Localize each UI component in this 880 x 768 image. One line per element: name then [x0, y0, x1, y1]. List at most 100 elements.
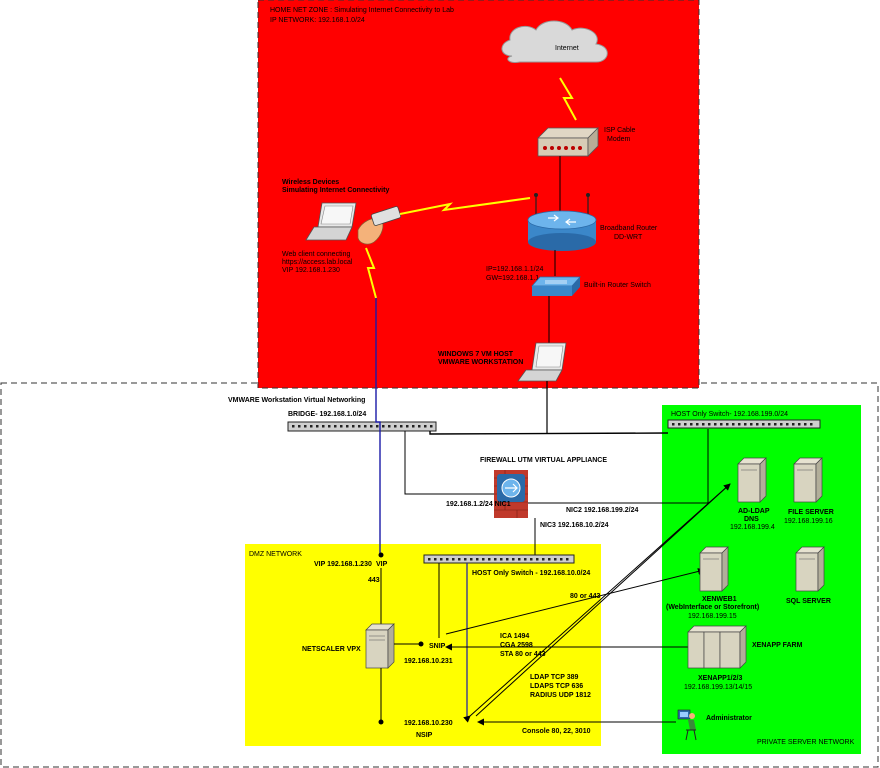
- switch-port: [536, 558, 539, 561]
- switch-port: [792, 423, 795, 426]
- switch-port: [512, 558, 515, 561]
- nsip-ip-label: 192.168.10.230: [404, 720, 453, 727]
- switch-port: [500, 558, 503, 561]
- switch-port: [346, 425, 349, 428]
- switch-port: [678, 423, 681, 426]
- switch-port: [672, 423, 675, 426]
- switch-port: [774, 423, 777, 426]
- vmware-zone-title: VMWARE Workstation Virtual Networking: [228, 397, 365, 404]
- router-icon: [527, 193, 597, 251]
- builtin-switch-label: Built-in Router Switch: [584, 282, 651, 289]
- radius-label: RADIUS UDP 1812: [530, 692, 591, 699]
- switch-port: [530, 558, 533, 561]
- router-gw-label: GW=192.168.1.1: [486, 275, 539, 282]
- switch-port: [428, 558, 431, 561]
- switch-port: [292, 425, 295, 428]
- nsip-label: NSIP: [416, 732, 433, 739]
- switch-port: [554, 558, 557, 561]
- switch-port: [548, 558, 551, 561]
- switch-port: [780, 423, 783, 426]
- firewall-icon: [494, 470, 528, 518]
- switch-port: [322, 425, 325, 428]
- private-zone-title: PRIVATE SERVER NETWORK: [757, 739, 855, 746]
- switch-port: [768, 423, 771, 426]
- switch-port: [376, 425, 379, 428]
- home-zone: [257, 0, 700, 389]
- router-ip-label: IP=192.168.1.1/24: [486, 266, 544, 273]
- switch-port: [424, 425, 427, 428]
- server-icon: [737, 457, 767, 503]
- switch-port: [482, 558, 485, 561]
- switch-icon: [531, 276, 581, 296]
- switch-port: [358, 425, 361, 428]
- private-ports: [672, 423, 813, 426]
- switch-port: [810, 423, 813, 426]
- pda-icon: [357, 206, 402, 245]
- sta-label: STA 80 or 443: [500, 651, 546, 658]
- lightning-webclient-icon: [365, 247, 377, 299]
- switch-port: [762, 423, 765, 426]
- isp-label-1: ISP Cable: [604, 127, 635, 134]
- switch-port: [412, 425, 415, 428]
- vip-link: [375, 298, 381, 555]
- netscaler-label: NETSCALER VPX: [302, 646, 361, 653]
- switch-port: [452, 558, 455, 561]
- router-label-1: Broadband Router: [600, 225, 658, 232]
- switch-port: [786, 423, 789, 426]
- switch-port: [430, 425, 433, 428]
- private-zone: [662, 405, 861, 754]
- host-only-dmz-switch: [423, 554, 575, 564]
- switch-port: [560, 558, 563, 561]
- ica-label: ICA 1494: [500, 633, 529, 640]
- switch-port: [708, 423, 711, 426]
- switch-port: [298, 425, 301, 428]
- xenapp-farm-label: XENAPP FARM: [752, 642, 803, 649]
- switch-port: [726, 423, 729, 426]
- host-label-1: WINDOWS 7 VM HOST: [438, 351, 514, 358]
- switch-port: [524, 558, 527, 561]
- isp-label-2: Modem: [607, 136, 631, 143]
- bridge-switch: [287, 421, 437, 432]
- host-only-private-label: HOST Only Switch- 192.168.199.0/24: [671, 411, 788, 418]
- switch-port: [388, 425, 391, 428]
- switch-port: [744, 423, 747, 426]
- wireless-label-2: Simulating Internet Connectivity: [282, 187, 389, 194]
- admin-label: Administrator: [706, 715, 752, 722]
- port-80-443-label: 80 or 443: [570, 593, 600, 600]
- switch-port: [434, 558, 437, 561]
- switch-port: [310, 425, 313, 428]
- switch-port: [738, 423, 741, 426]
- webclient-label-2: https://access.lab.local: [282, 259, 353, 266]
- file-server-ip-label: 192.168.199.16: [784, 518, 833, 525]
- xenweb-label-2: (WebInterface or Storefront): [666, 604, 759, 611]
- bridge-ports: [292, 425, 433, 428]
- switch-port: [464, 558, 467, 561]
- switch-port: [714, 423, 717, 426]
- switch-port: [804, 423, 807, 426]
- switch-port: [696, 423, 699, 426]
- switch-port: [364, 425, 367, 428]
- switch-port: [702, 423, 705, 426]
- nic2-label: NIC2 192.168.199.2/24: [566, 507, 638, 514]
- vmware-zone: [0, 382, 879, 768]
- switch-port: [542, 558, 545, 561]
- switch-port: [370, 425, 373, 428]
- switch-port: [334, 425, 337, 428]
- server-icon: [687, 625, 747, 669]
- switch-port: [418, 425, 421, 428]
- switch-port: [316, 425, 319, 428]
- bridge-label: BRIDGE- 192.168.1.0/24: [288, 411, 366, 418]
- dmz-zone-title: DMZ NETWORK: [249, 551, 302, 558]
- xenweb-label-1: XENWEB1: [702, 596, 737, 603]
- webclient-label-3: VIP 192.168.1.230: [282, 267, 340, 274]
- router-label-2: DD-WRT: [614, 234, 643, 241]
- switch-port: [470, 558, 473, 561]
- server-icon: [793, 457, 823, 503]
- cga-label: CGA 2598: [500, 642, 533, 649]
- switch-port: [328, 425, 331, 428]
- switch-port: [732, 423, 735, 426]
- switch-port: [506, 558, 509, 561]
- switch-port: [518, 558, 521, 561]
- ldaps-label: LDAPS TCP 636: [530, 683, 583, 690]
- snip-label: SNIP: [429, 643, 446, 650]
